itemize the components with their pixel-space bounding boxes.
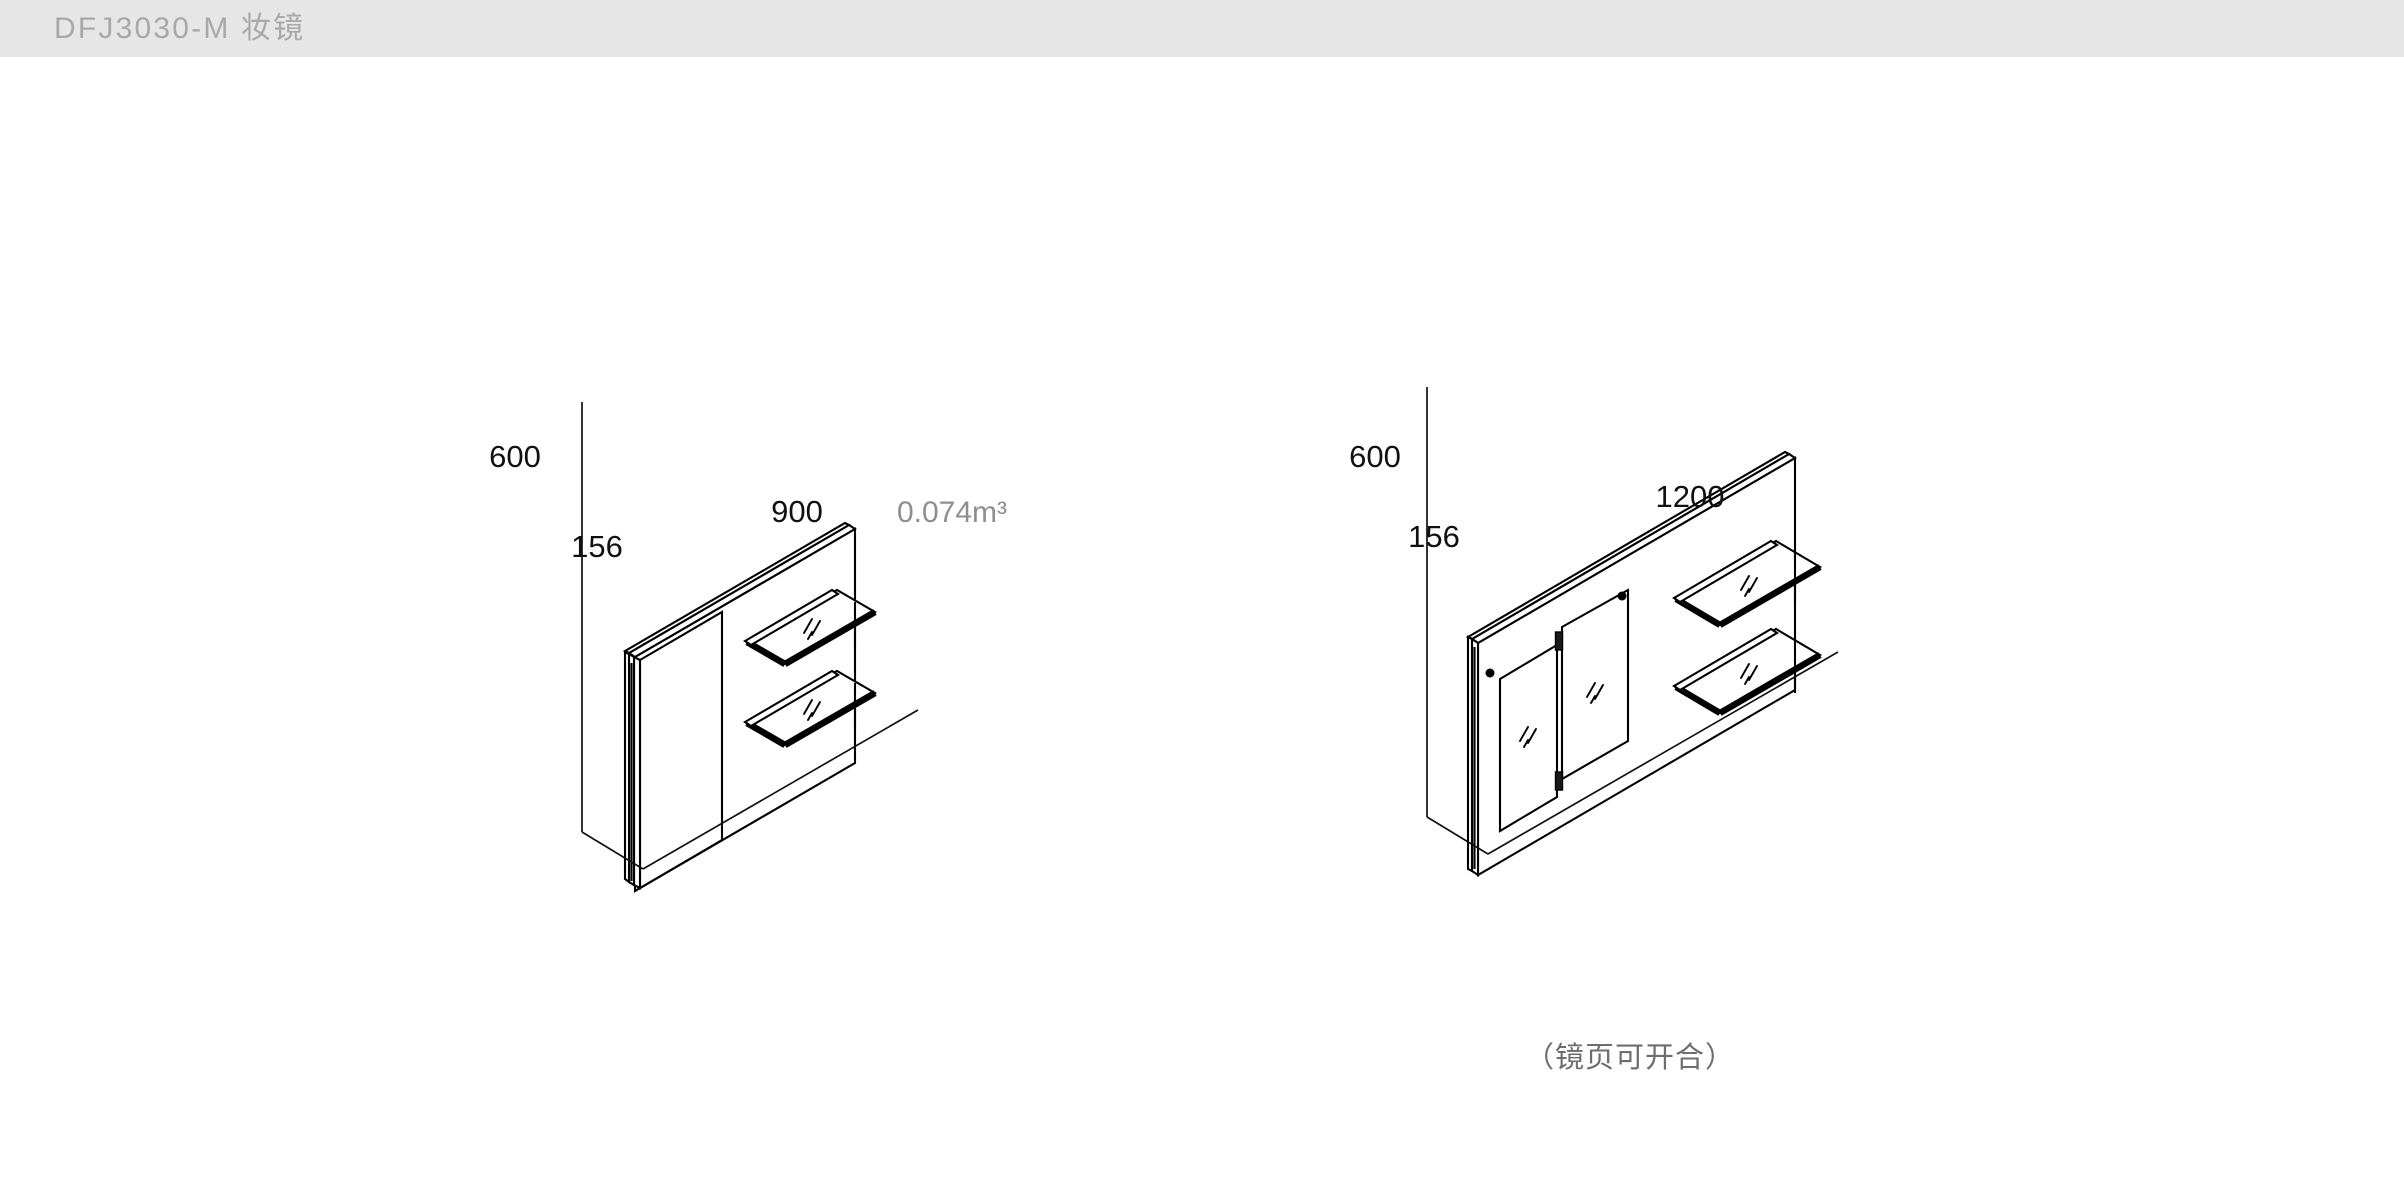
isometric-drawings-svg: 600 900 156 0.074m³ bbox=[489, 387, 1839, 1074]
mirror-door-edge-c-900 bbox=[623, 650, 631, 885]
view-900-group: 600 900 156 0.074m³ bbox=[489, 402, 1007, 893]
width-dim-label-1200: 1200 bbox=[1656, 479, 1725, 514]
mirror-door-right-face-1200 bbox=[1560, 588, 1630, 781]
depth-dim-label-1200: 156 bbox=[1408, 519, 1460, 554]
shelf-upper-side-edge-1200 bbox=[1718, 564, 1822, 628]
glass-shelf-upper-1200 bbox=[1672, 539, 1823, 628]
depth-dim-line-1200 bbox=[1426, 816, 1489, 855]
hinge-upper-1200 bbox=[1554, 631, 1564, 651]
glass-shelf-upper-900 bbox=[743, 588, 878, 667]
shelf-upper-rail-900 bbox=[743, 588, 840, 647]
shelf-lower-front-edge-1200 bbox=[1674, 684, 1722, 716]
door-hinges-1200 bbox=[1554, 631, 1564, 791]
fixing-dot-left-1200 bbox=[1485, 668, 1495, 678]
dimensions-900: 600 900 156 0.074m³ bbox=[489, 402, 1007, 870]
glass-shelf-lower-1200 bbox=[1672, 627, 1823, 716]
shelf-upper-rail-1200 bbox=[1672, 539, 1779, 604]
width-dim-label-900: 900 bbox=[771, 494, 823, 529]
shelf-lower-front-edge-900 bbox=[745, 720, 787, 748]
height-dim-label-900: 600 bbox=[489, 439, 541, 474]
glass-hatch-lower-900 bbox=[803, 699, 821, 721]
hinge-lower-1200 bbox=[1554, 771, 1564, 791]
glass-hatch-door-right-1200 bbox=[1586, 682, 1604, 704]
glass-hatch-lower-1200 bbox=[1740, 663, 1758, 685]
width-dim-line-900 bbox=[642, 709, 919, 870]
shelf-lower-side-edge-1200 bbox=[1718, 652, 1822, 716]
header-bar: DFJ3030-M 妆镜 bbox=[0, 0, 2404, 57]
glass-hatch-upper-1200 bbox=[1740, 575, 1758, 597]
glass-hatch-upper-900 bbox=[803, 618, 821, 640]
technical-drawing-canvas: 600 900 156 0.074m³ bbox=[0, 57, 2404, 1202]
volume-label-900: 0.074m³ bbox=[897, 496, 1007, 529]
mirror-door-right-1200 bbox=[1560, 588, 1630, 781]
width-dim-line-1200 bbox=[1487, 651, 1839, 855]
height-dim-label-1200: 600 bbox=[1349, 439, 1401, 474]
mirror-door-left-1200 bbox=[1498, 643, 1559, 833]
shelf-lower-rail-900 bbox=[743, 669, 840, 728]
depth-dim-label-900: 156 bbox=[571, 529, 623, 564]
page-title: DFJ3030-M 妆镜 bbox=[54, 11, 306, 45]
dimensions-1200: 600 1200 156 bbox=[1349, 387, 1839, 855]
shelf-lower-side-edge-900 bbox=[783, 690, 877, 748]
shelf-upper-side-edge-900 bbox=[783, 609, 877, 667]
depth-dim-line-900 bbox=[581, 831, 644, 870]
shelf-lower-rail-1200 bbox=[1672, 627, 1779, 692]
cabinet-left-edge-b-1200 bbox=[1466, 635, 1474, 873]
glass-hatch-door-left-1200 bbox=[1519, 726, 1537, 748]
mirror-door-900 bbox=[623, 610, 724, 890]
shelf-upper-front-edge-900 bbox=[745, 639, 787, 667]
view-1200-group: 600 1200 156 （镜页可开合） bbox=[1349, 387, 1839, 1074]
mirror-door-left-face-1200 bbox=[1498, 643, 1559, 833]
open-close-note-1200: （镜页可开合） bbox=[1525, 1041, 1735, 1074]
fixing-dot-top-1200 bbox=[1617, 591, 1627, 601]
glass-shelf-lower-900 bbox=[743, 669, 878, 748]
shelf-upper-front-edge-1200 bbox=[1674, 596, 1722, 628]
